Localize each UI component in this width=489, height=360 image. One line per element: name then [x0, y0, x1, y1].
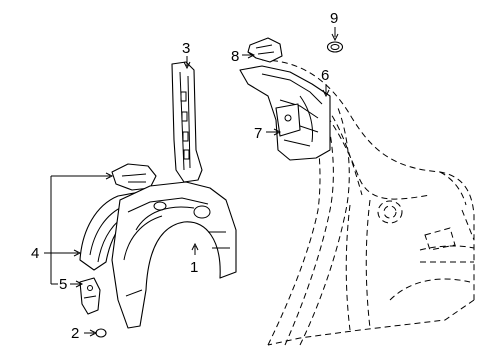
callout-4: 4 — [31, 245, 39, 262]
plug-part-2 — [95, 328, 107, 338]
callout-7: 7 — [254, 125, 262, 142]
callout-3: 3 — [182, 40, 190, 57]
callout-2: 2 — [71, 325, 79, 342]
grommet-part-9 — [326, 41, 344, 53]
callout-1: 1 — [190, 259, 198, 276]
wheel-house-part-1 — [111, 181, 237, 329]
callout-8: 8 — [231, 48, 239, 65]
callout-9: 9 — [330, 10, 338, 27]
quarter-panel-outline — [261, 59, 475, 346]
callout-5: 5 — [59, 276, 67, 293]
pillar-reinforcement-part-3 — [171, 61, 203, 183]
leader-lines — [44, 27, 339, 337]
bracket-upper-part-4 — [111, 163, 157, 191]
gusset-part-7 — [275, 103, 301, 137]
callout-labels: 9 8 6 7 3 4 5 1 2 — [31, 10, 338, 342]
callout-6: 6 — [321, 67, 329, 84]
extension-part-8 — [247, 37, 283, 63]
bracket-part-5 — [79, 277, 101, 315]
